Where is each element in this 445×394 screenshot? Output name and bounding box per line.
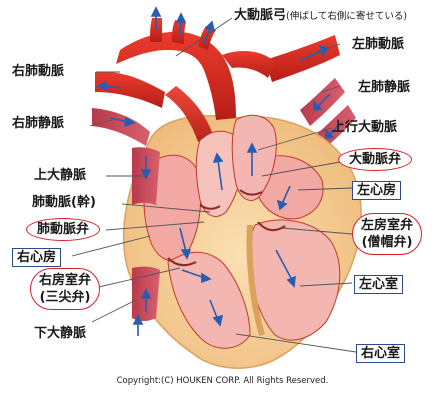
right-av-valve-line1: 右房室弁 [39,272,91,289]
label-right-pulmonary-artery: 右肺動脈 [12,64,64,79]
aortic-branch-2 [172,20,186,44]
label-pulmonary-trunk: 肺動脈(幹) [32,195,96,210]
label-pulmonary-valve: 肺動脈弁 [26,218,100,241]
aorta [116,32,236,120]
copyright-text: Copyright:(C) HOUKEN CORP. All Rights Re… [0,376,445,386]
label-right-av-valve: 右房室弁 (三尖弁) [30,268,100,310]
label-left-atrium: 左心房 [352,181,401,200]
aortic-arch-note: (伸ばして右側に寄せている) [286,11,407,22]
label-aortic-arch: 大動脈弓(伸ばして右側に寄せている) [234,8,407,24]
label-left-pulmonary-vein: 左肺静脈 [358,80,410,95]
label-left-ventricle: 左心室 [354,275,403,294]
label-right-pulmonary-vein: 右肺静脈 [12,116,64,131]
left-av-valve-line1: 左房室弁 [361,217,413,234]
label-right-ventricle: 右心室 [356,344,405,363]
label-aortic-valve: 大動脈弁 [338,148,412,171]
label-ascending-aorta: 上行大動脈 [332,120,397,135]
right-pulmonary-vein [92,108,150,146]
label-superior-vena-cava: 上大静脈 [34,168,86,183]
label-right-atrium: 右心房 [12,248,61,267]
label-inferior-vena-cava: 下大静脈 [34,326,86,341]
aortic-arch-text: 大動脈弓 [234,8,286,23]
left-av-valve-line2: (僧帽弁) [361,234,413,251]
label-left-av-valve: 左房室弁 (僧帽弁) [352,213,422,255]
label-left-pulmonary-artery: 左肺動脈 [352,37,404,52]
right-av-valve-line2: (三尖弁) [39,289,91,306]
